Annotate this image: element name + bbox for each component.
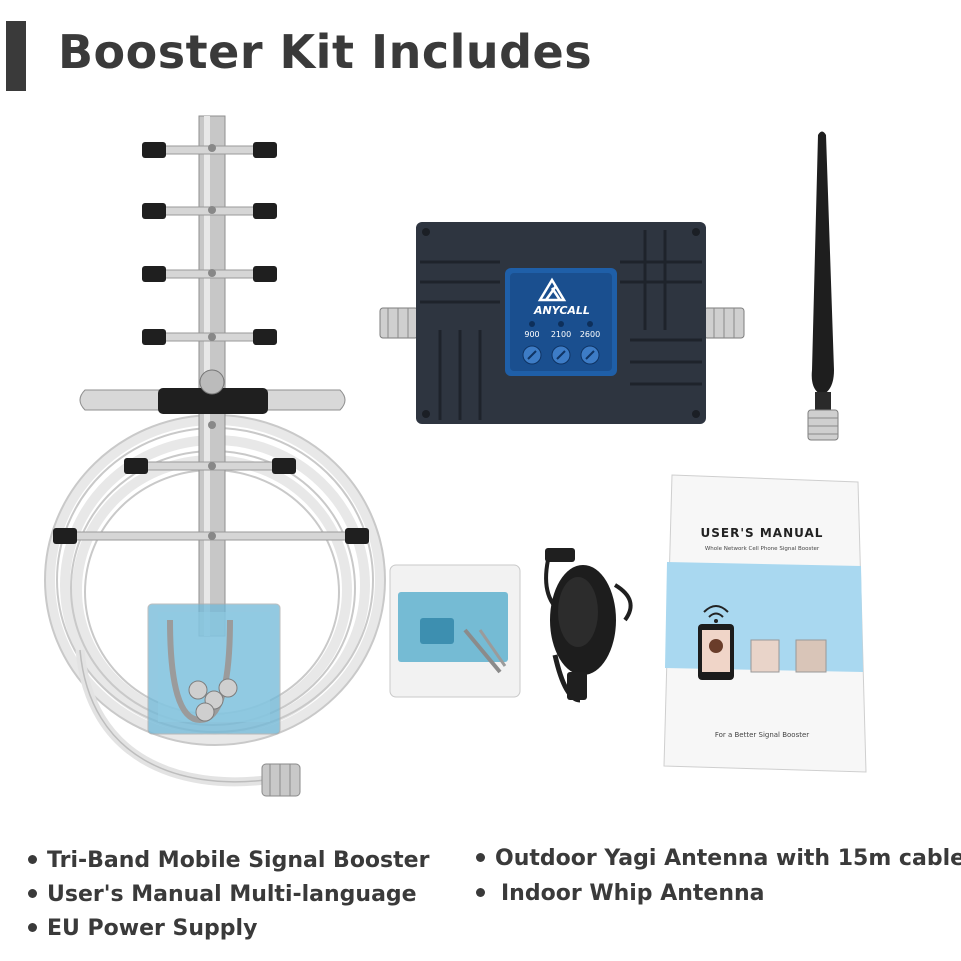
mounting-bracket-image [389,564,521,698]
bullet-dot [28,854,37,864]
bullet-dot [28,922,37,932]
whip-antenna-image [807,131,839,441]
booster-unit-image: ANYCALL 900 2100 2600 [379,222,745,424]
feature-item: User's Manual Multi-language [28,882,417,907]
feature-item: Indoor Whip Antenna [476,881,765,906]
booster-brand: ANYCALL [533,304,590,317]
manual-footer: For a Better Signal Booster [715,731,809,739]
page-title: Booster Kit Includes [58,25,593,79]
band-label-1: 900 [524,330,539,339]
feature-item: Tri-Band Mobile Signal Booster [28,848,429,873]
manual-subtitle: Whole Network Cell Phone Signal Booster [705,546,820,552]
feature-list: Tri-Band Mobile Signal Booster User's Ma… [0,843,961,953]
yagi-antenna-image [44,115,386,797]
band-label-2: 2100 [551,330,571,339]
feature-item: Outdoor Yagi Antenna with 15m cable [476,846,961,871]
bullet-dot [28,888,37,898]
band-label-3: 2600 [580,330,600,339]
power-adapter-image [544,548,633,703]
product-scene: ANYCALL 900 2100 2600 USER'S MANUAL [44,115,867,797]
title-accent-bar [6,21,26,91]
bullet-dot [476,852,485,862]
users-manual-image: USER'S MANUAL Whole Network Cell Phone S… [663,474,867,773]
manual-title: USER'S MANUAL [701,526,824,540]
bullet-dot [476,887,485,897]
feature-item: EU Power Supply [28,916,257,941]
